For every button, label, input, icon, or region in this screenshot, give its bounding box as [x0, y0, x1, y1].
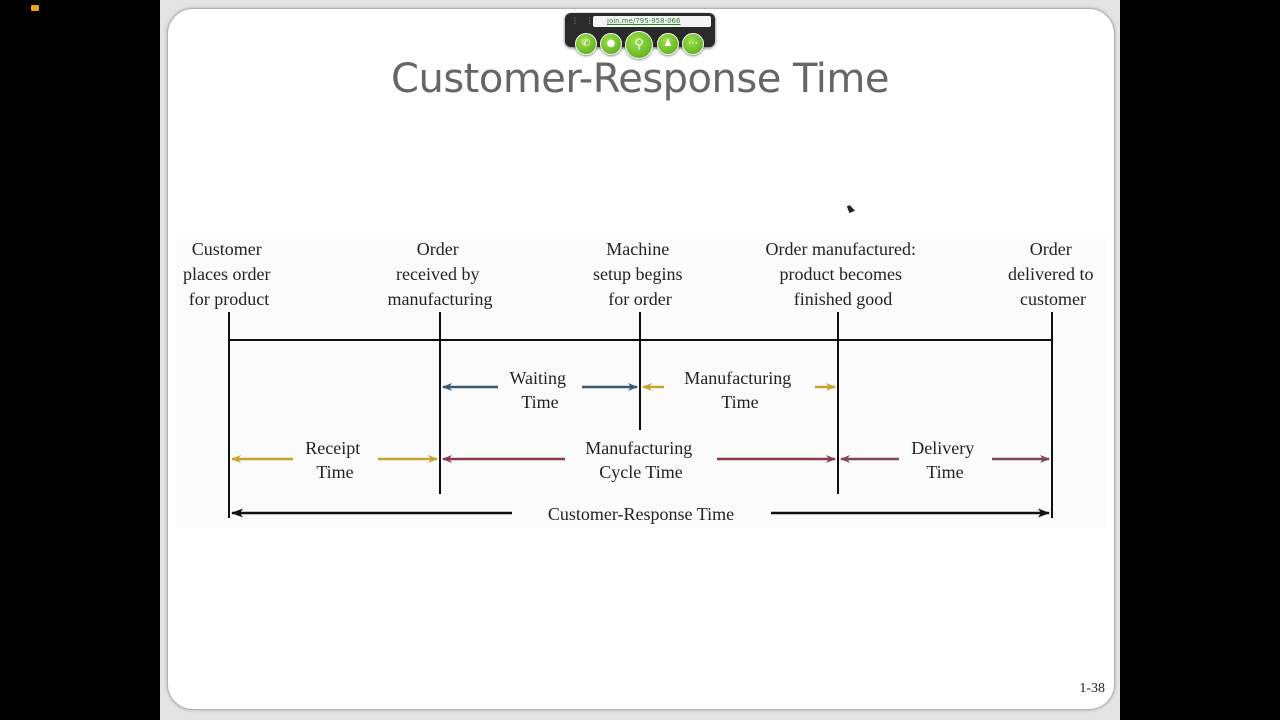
delivery-time-label: Delivery Time [911, 438, 978, 482]
slide-title: Customer-Response Time [391, 56, 889, 102]
participants-icon[interactable]: ♟ [657, 33, 679, 55]
milestone-1-label: Customer places order for product [183, 239, 275, 309]
page-number: 1-38 [1079, 681, 1105, 696]
drag-handle-icon[interactable]: ⋮ ⋮ [571, 16, 596, 25]
customer-response-time-label: Customer-Response Time [548, 504, 734, 524]
milestone-4-label: Order manufactured: product becomes fini… [766, 239, 921, 309]
waiting-time-label: Waiting Time [509, 368, 570, 412]
manufacturing-time-label: Manufacturing Time [684, 368, 795, 412]
more-icon[interactable]: ⋯ [682, 33, 704, 55]
receipt-time-label: Receipt Time [305, 438, 364, 482]
milestone-2-label: Order received by manufacturing [388, 239, 493, 309]
milestone-5-label: Order delivered to customer [1008, 239, 1098, 309]
phone-icon[interactable]: ✆ [575, 33, 597, 55]
chat-icon[interactable]: ● [600, 33, 622, 55]
zoom-icon[interactable]: ⚲ [625, 31, 653, 59]
joinme-url-field[interactable]: join.me/795-958-066 [593, 16, 711, 27]
meeting-icon [31, 5, 39, 11]
milestone-3-label: Machine setup begins for order [593, 239, 687, 309]
manufacturing-cycle-time-label: Manufacturing Cycle Time [585, 438, 696, 482]
